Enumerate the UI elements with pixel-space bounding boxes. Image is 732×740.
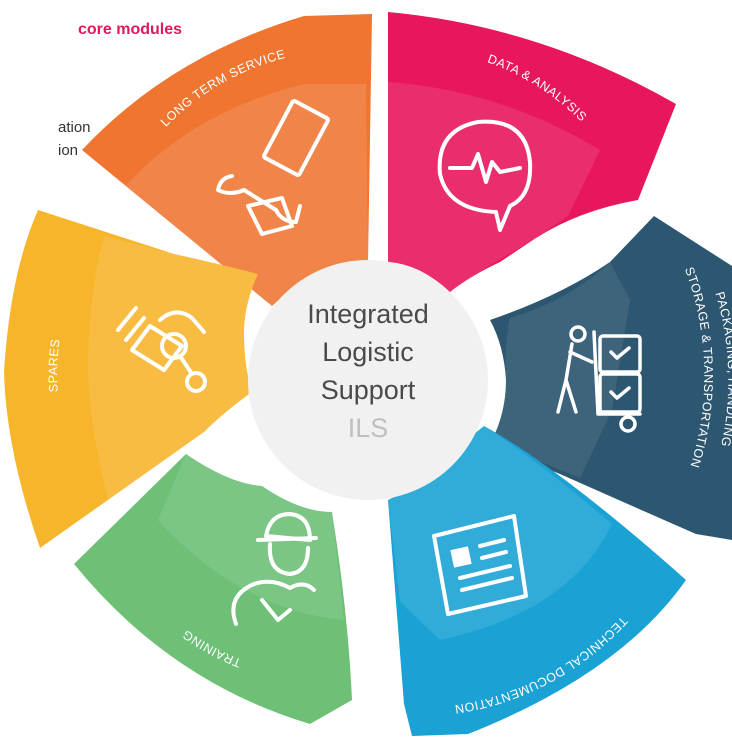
pulse-chat-icon [437,119,533,232]
segment-data-analysis-highlight [388,82,600,292]
center-title-line-3: Support [321,375,416,405]
intro-text-line-2: ion [58,142,79,159]
segment-long-term-service-highlight [120,84,368,306]
segment-technical-documentation-shape [388,426,686,736]
segment-training-highlight [158,454,344,620]
piston-icon [116,306,207,393]
segment-spares[interactable]: SPARES [4,210,258,548]
segment-spares-label: SPARES [46,338,63,393]
intro-text-line-1: ation [58,119,91,136]
segment-packaging-highlight [492,262,630,478]
segment-training[interactable]: TRAINING [74,454,352,724]
segment-data-analysis-shape [388,12,676,292]
section-title: core modules [78,21,183,38]
center-circle [248,260,488,500]
segment-packaging-shape [490,216,732,540]
segment-training-shape [74,454,352,724]
document-icon [432,514,528,616]
center-title-line-1: Integrated [307,299,429,329]
segment-long-term-service[interactable]: LONG TERM SERVICE [82,14,372,306]
segment-packaging[interactable]: PACKAGING, HANDLING STORAGE & TRANSPORTA… [490,216,732,540]
worker-icon [231,512,318,626]
segment-spares-highlight [88,236,258,500]
wrench-hand-icon [216,99,330,236]
center-hub: Integrated Logistic Support ILS [248,260,488,500]
hand-truck-icon [556,325,642,433]
segment-long-term-service-shape [82,14,372,306]
center-abbreviation: ILS [348,413,389,443]
center-title-line-2: Logistic [322,337,414,367]
segment-spares-shape [4,210,258,548]
segment-data-analysis[interactable]: DATA & ANALYSIS [388,12,676,292]
